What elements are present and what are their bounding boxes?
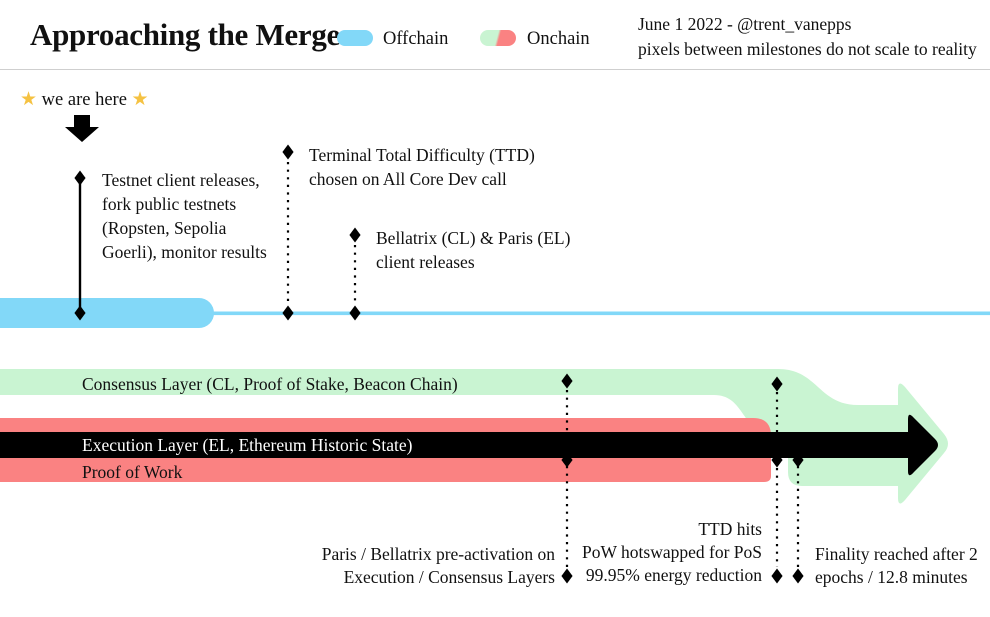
page-title: Approaching the Merge (30, 17, 340, 52)
offchain-bar (0, 298, 214, 328)
we-are-here: ★ we are here ★ (20, 87, 149, 114)
credit-note: June 1 2022 - @trent_vanepps pixels betw… (638, 14, 977, 59)
we-are-here-label: we are here (41, 90, 127, 110)
down-arrow-icon (65, 115, 99, 142)
annotation-testnet: Testnet client releases, fork public tes… (102, 170, 267, 263)
annotation-finality: Finality reached after 2 epochs / 12.8 m… (815, 544, 978, 588)
execution-arrow (0, 414, 938, 476)
milestone-ttd-hits-marker (771, 376, 783, 584)
milestone-bellatrix-paris-marker (349, 227, 361, 321)
consensus-band-label: Consensus Layer (CL, Proof of Stake, Bea… (82, 374, 458, 394)
annotation-bellatrix-paris: Bellatrix (CL) & Paris (EL) client relea… (376, 228, 571, 273)
legend-onchain-label: Onchain (527, 29, 590, 49)
legend-offchain-label: Offchain (383, 29, 449, 49)
milestone-finality-marker (792, 452, 804, 584)
offchain-swatch-icon (337, 30, 373, 46)
annotation-pre-activation: Paris / Bellatrix pre-activation on Exec… (321, 544, 555, 588)
annotation-ttd-chosen: Terminal Total Difficulty (TTD) chosen o… (309, 145, 535, 190)
header-divider (0, 69, 990, 70)
offchain-timeline-line (205, 311, 990, 316)
pow-band-label: Proof of Work (82, 462, 183, 482)
milestone-ttd-chosen-marker (282, 144, 294, 321)
star-icon: ★ (131, 89, 149, 110)
milestone-testnet-marker (74, 170, 86, 321)
star-icon: ★ (20, 89, 38, 110)
onchain-swatch-icon (480, 30, 516, 46)
execution-band-label: Execution Layer (EL, Ethereum Historic S… (82, 435, 413, 455)
annotation-ttd-hits: TTD hits PoW hotswapped for PoS 99.95% e… (581, 519, 762, 586)
consensus-band-and-arrow (0, 369, 948, 504)
